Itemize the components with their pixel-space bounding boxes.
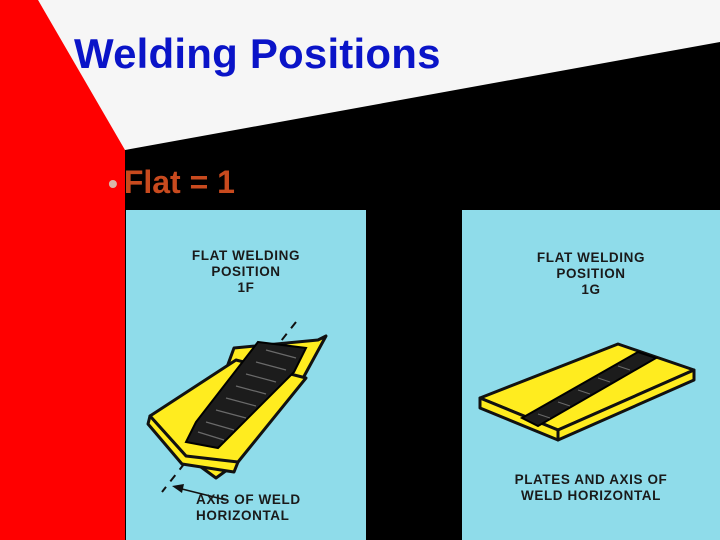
panel-1f-heading-line3: 1F bbox=[237, 280, 255, 295]
panel-1f-heading: FLAT WELDING POSITION 1F bbox=[126, 248, 366, 296]
axis-pointer-line bbox=[177, 487, 227, 501]
panel-1g-caption-line2: WELD HORIZONTAL bbox=[521, 488, 661, 503]
red-band bbox=[0, 0, 125, 540]
bullet-item: •Flat = 1 bbox=[108, 164, 235, 201]
panel-1f-caption: AXIS OF WELD HORIZONTAL bbox=[196, 492, 301, 524]
panel-1f-heading-line1: FLAT WELDING bbox=[191, 248, 301, 263]
weld-bead bbox=[519, 350, 659, 428]
panel-1g-heading-line2: POSITION bbox=[556, 266, 626, 281]
panel-1g: FLAT WELDING POSITION 1G PLATES AND AXIS… bbox=[462, 210, 720, 540]
fillet-weld-illustration bbox=[146, 321, 328, 501]
panel-1g-heading-line1: FLAT WELDING bbox=[536, 250, 646, 265]
axis-pointer-arrowhead bbox=[172, 484, 184, 493]
panel-1g-heading: FLAT WELDING POSITION 1G bbox=[462, 250, 720, 298]
panel-1f-caption-line2: HORIZONTAL bbox=[196, 508, 290, 523]
panel-1g-caption-line1: PLATES AND AXIS OF bbox=[514, 472, 668, 487]
panel-1g-caption: PLATES AND AXIS OF WELD HORIZONTAL bbox=[462, 472, 720, 504]
bullet-text: Flat = 1 bbox=[123, 164, 235, 200]
panel-1f: FLAT WELDING POSITION 1F bbox=[126, 210, 366, 540]
panel-1f-caption-line1: AXIS OF WELD bbox=[196, 492, 301, 507]
slide-title: Welding Positions bbox=[74, 30, 441, 77]
bullet-dot-icon: • bbox=[108, 168, 118, 199]
groove-weld-illustration bbox=[478, 342, 696, 442]
white-header bbox=[38, 0, 720, 150]
plate-lower-edge bbox=[146, 414, 240, 474]
weld-bead bbox=[184, 340, 308, 450]
plate-right-edge bbox=[556, 368, 696, 442]
panel-1f-heading-line2: POSITION bbox=[211, 264, 281, 279]
panel-1g-heading-line3: 1G bbox=[581, 282, 601, 297]
